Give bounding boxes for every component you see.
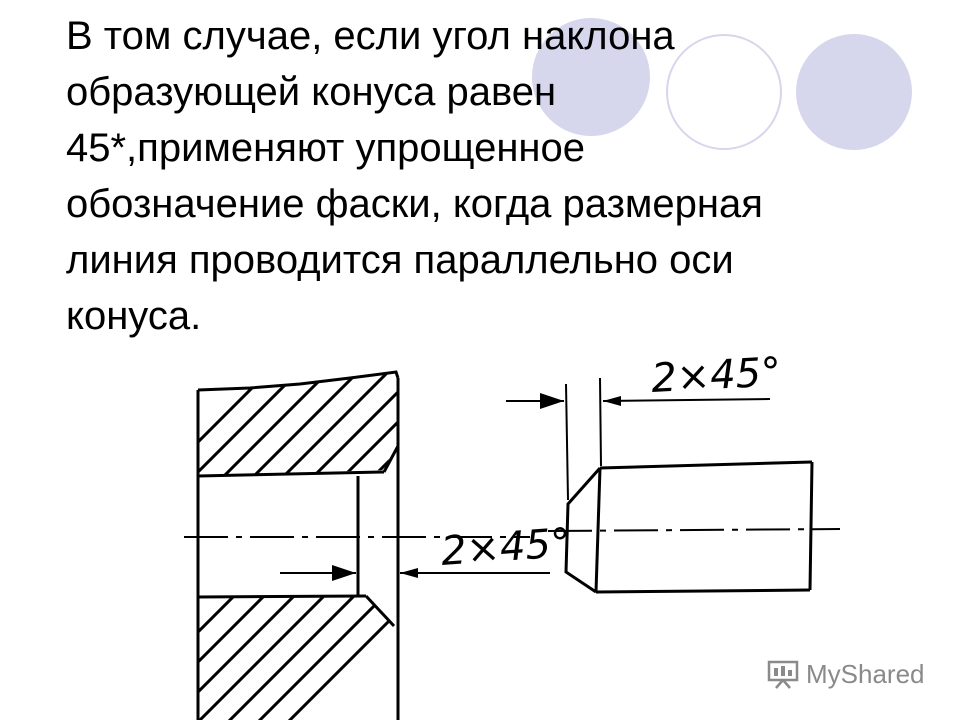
hole-dimension-label: 2×45° — [439, 520, 572, 575]
decor-circle-3 — [796, 34, 912, 150]
slide-text: В том случае, если угол наклона образующ… — [66, 14, 763, 338]
decor-circle-1 — [532, 18, 650, 136]
shaft-dimension-label: 2×45° — [650, 349, 782, 402]
decor-circle-2 — [666, 34, 782, 150]
myshared-watermark: MyShared — [766, 656, 925, 692]
shaft-view — [506, 377, 841, 594]
hole-section — [184, 370, 550, 720]
presentation-board-icon — [767, 660, 799, 689]
watermark-text: MyShared — [806, 658, 925, 689]
